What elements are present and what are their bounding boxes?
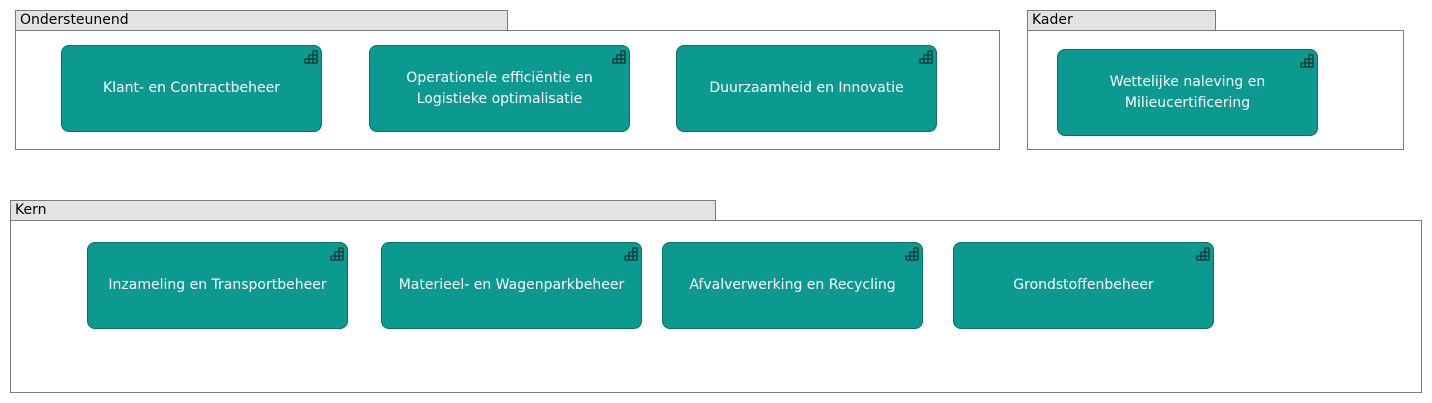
capability-icon-cell	[1204, 251, 1210, 257]
capability-icon	[905, 247, 919, 261]
capability-icon-cell	[1204, 247, 1210, 253]
group-tab-kader: Kader	[1027, 10, 1216, 30]
capability-icon	[330, 247, 344, 261]
capability-icon-cell	[923, 58, 929, 64]
capability-icon-cell	[620, 50, 626, 56]
capability-icon-cell	[334, 251, 340, 257]
capability-icon-cell	[927, 50, 933, 56]
capability-icon-cell	[1200, 251, 1206, 257]
capability-icon-cell	[620, 58, 626, 64]
capability-icon-cell	[927, 58, 933, 64]
capability-grondstoffenbeheer[interactable]: Grondstoffenbeheer	[953, 242, 1214, 329]
capability-icon-cell	[612, 58, 618, 64]
capability-icon-cell	[1200, 255, 1206, 261]
capability-label: Grondstoffenbeheer	[1013, 277, 1154, 293]
capability-icon-cell	[1196, 255, 1202, 261]
capability-icon-cell	[1204, 255, 1210, 261]
capability-icon	[304, 50, 318, 64]
capability-icon-cell	[312, 50, 318, 56]
capability-icon	[1300, 54, 1314, 68]
capability-klant-contractbeheer[interactable]: Klant- en Contractbeheer	[61, 45, 322, 132]
capability-label: Afvalverwerking en Recycling	[689, 277, 896, 293]
capability-icon-cell	[308, 54, 314, 60]
capability-icon-cell	[923, 54, 929, 60]
capability-label: Materieel- en Wagenparkbeheer	[398, 277, 625, 293]
capability-icon-cell	[338, 255, 344, 261]
capability-icon-cell	[628, 251, 634, 257]
capability-icon	[612, 50, 626, 64]
capability-icon-cell	[338, 251, 344, 257]
capability-label: Operationele efficiëntie en Logistieke o…	[406, 69, 593, 107]
capability-icon-cell	[1308, 54, 1314, 60]
capability-icon-cell	[1304, 58, 1310, 64]
capability-afvalverwerking-recycling[interactable]: Afvalverwerking en Recycling	[662, 242, 923, 329]
capability-icon-cell	[330, 255, 336, 261]
capability-duurzaamheid-innovatie[interactable]: Duurzaamheid en Innovatie	[676, 45, 937, 132]
capability-icon-cell	[620, 54, 626, 60]
capability-icon-cell	[624, 255, 630, 261]
capability-label: Wettelijke naleving en Milieucertificeri…	[1109, 73, 1266, 111]
capability-icon-cell	[632, 247, 638, 253]
capability-wettelijke-naleving[interactable]: Wettelijke naleving en Milieucertificeri…	[1057, 49, 1318, 136]
capability-icon-cell	[628, 255, 634, 261]
capability-icon-cell	[1308, 58, 1314, 64]
capability-icon-cell	[632, 251, 638, 257]
capability-icon-cell	[308, 58, 314, 64]
capability-icon-cell	[1304, 62, 1310, 68]
capability-icon-cell	[1308, 62, 1314, 68]
capability-inzameling-transportbeheer[interactable]: Inzameling en Transportbeheer	[87, 242, 348, 329]
capability-label: Klant- en Contractbeheer	[102, 80, 281, 96]
capability-icon-cell	[334, 255, 340, 261]
capability-operationele-efficientie[interactable]: Operationele efficiëntie en Logistieke o…	[369, 45, 630, 132]
capability-materieel-wagenparkbeheer[interactable]: Materieel- en Wagenparkbeheer	[381, 242, 642, 329]
group-tab-ondersteunend: Ondersteunend	[15, 10, 508, 30]
capability-icon-cell	[909, 255, 915, 261]
capability-icon	[624, 247, 638, 261]
capability-icon-cell	[312, 54, 318, 60]
capability-label: Inzameling en Transportbeheer	[108, 277, 327, 293]
capability-icon-cell	[919, 58, 925, 64]
capability-icon-cell	[927, 54, 933, 60]
capability-icon-cell	[304, 58, 310, 64]
capability-icon-cell	[913, 255, 919, 261]
capability-icon-cell	[616, 54, 622, 60]
capability-icon-cell	[905, 255, 911, 261]
capability-icon-cell	[1300, 62, 1306, 68]
capability-icon-cell	[913, 251, 919, 257]
group-tab-kern: Kern	[10, 200, 716, 220]
capability-icon-cell	[312, 58, 318, 64]
capability-icon-cell	[632, 255, 638, 261]
capability-icon-cell	[338, 247, 344, 253]
capability-icon	[919, 50, 933, 64]
capability-icon	[1196, 247, 1210, 261]
capability-label: Duurzaamheid en Innovatie	[709, 80, 904, 96]
capability-icon-cell	[616, 58, 622, 64]
capability-icon-cell	[913, 247, 919, 253]
capability-icon-cell	[909, 251, 915, 257]
